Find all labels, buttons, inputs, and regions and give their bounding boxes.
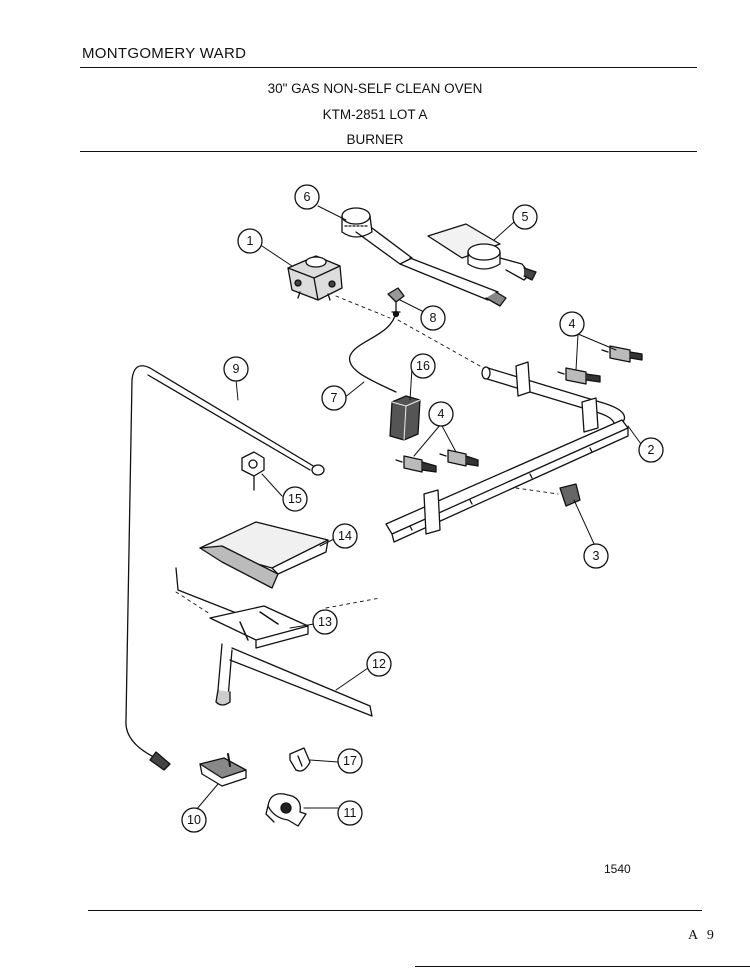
callout-11: 11	[337, 800, 363, 826]
part-3-manifold-bracket	[385, 419, 629, 543]
part-15-nut	[241, 451, 265, 491]
callout-4-front: 4	[428, 401, 454, 427]
callout-13: 13	[312, 609, 338, 635]
part-11-clamp	[265, 793, 307, 827]
part-6-top-burner-rear	[341, 207, 507, 307]
svg-text:6: 6	[304, 190, 311, 204]
callout-15: 15	[282, 486, 308, 512]
figure-number: 1540	[604, 862, 631, 876]
svg-text:4: 4	[438, 407, 445, 421]
svg-text:5: 5	[522, 210, 529, 224]
svg-text:9: 9	[233, 362, 240, 376]
svg-text:13: 13	[318, 615, 332, 629]
svg-text:14: 14	[338, 529, 352, 543]
callout-10: 10	[181, 807, 207, 833]
callout-8: 8	[420, 305, 446, 331]
header-rule	[80, 67, 697, 68]
section-name: BURNER	[346, 132, 404, 147]
svg-text:15: 15	[288, 492, 302, 506]
part-1-safety-valve	[287, 255, 343, 301]
footer-rule	[88, 910, 702, 911]
callout-9: 9	[223, 356, 249, 382]
svg-text:16: 16	[416, 359, 430, 373]
callout-14: 14	[332, 523, 358, 549]
part-13-oven-burner	[175, 567, 309, 649]
svg-text:12: 12	[372, 657, 386, 671]
part-5-top-burner-front	[427, 223, 537, 281]
title-rule	[80, 151, 697, 152]
bottom-edge-rule	[415, 966, 750, 967]
svg-text:8: 8	[430, 311, 437, 325]
callout-7: 7	[321, 385, 347, 411]
part-8-orifice	[387, 287, 405, 313]
part-2-manifold	[481, 361, 626, 433]
part-9-gas-tube	[125, 365, 325, 771]
page-number: A 9	[688, 928, 717, 943]
callout-16: 16	[410, 353, 436, 379]
callout-6: 6	[294, 184, 320, 210]
svg-text:10: 10	[187, 813, 201, 827]
part-16-ignitor	[389, 395, 421, 441]
diagram-title: 30" GAS NON-SELF CLEAN OVEN	[267, 81, 483, 96]
part-12-burner-tube	[215, 643, 373, 717]
svg-text:11: 11	[344, 806, 357, 820]
part-17-clip	[289, 747, 311, 772]
part-4-valves-front	[395, 449, 479, 473]
callout-3: 3	[583, 543, 609, 569]
svg-text:1: 1	[247, 234, 254, 248]
svg-text:3: 3	[593, 549, 600, 563]
part-14-heat-shield	[199, 521, 329, 589]
callout-12: 12	[366, 651, 392, 677]
callout-17: 17	[337, 748, 363, 774]
callout-5: 5	[512, 204, 538, 230]
callout-2: 2	[638, 437, 664, 463]
part-4-valves-rear	[557, 345, 643, 385]
svg-text:7: 7	[331, 391, 338, 405]
callout-4-rear: 4	[559, 311, 585, 337]
svg-text:2: 2	[648, 443, 655, 457]
brand-name: MONTGOMERY WARD	[82, 45, 247, 62]
svg-text:17: 17	[343, 754, 357, 768]
part-10-pilot-bracket	[199, 753, 247, 787]
part-7-thermocouple	[349, 310, 400, 393]
model-number: KTM-2851 LOT A	[322, 107, 428, 122]
svg-text:4: 4	[569, 317, 576, 331]
callout-1: 1	[237, 228, 263, 254]
